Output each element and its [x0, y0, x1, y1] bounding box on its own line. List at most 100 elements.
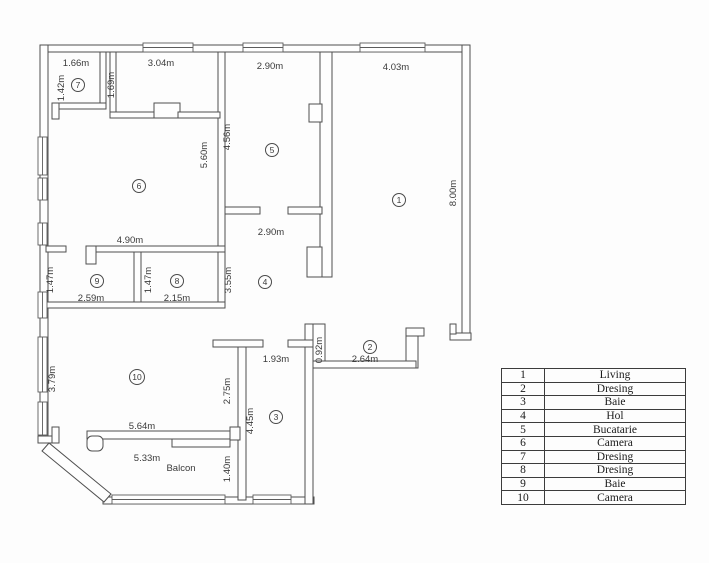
legend-room-label: Living [544, 368, 686, 383]
legend-room-number: 1 [501, 368, 545, 383]
room-number: 9 [95, 276, 100, 286]
room-marker-8: 8 [170, 274, 184, 288]
dim-niche-height: 1.69m [106, 72, 117, 98]
room-number: 1 [397, 195, 402, 205]
legend-room-label: Hol [544, 408, 686, 424]
wall-niche-bottom [177, 111, 221, 119]
legend-room-number: 7 [501, 449, 545, 465]
room-number: 8 [175, 276, 180, 286]
wall-camera6-right [217, 51, 226, 253]
wall-balcony-step [171, 438, 231, 448]
dim-camera10-height: 3.79m [47, 366, 58, 392]
room-marker-7: 7 [71, 78, 85, 92]
legend-room-number: 9 [501, 476, 545, 492]
dim-kitchen-width-bot: 2.90m [258, 227, 284, 238]
room-number: 7 [76, 80, 81, 90]
wall-balcony-hook [86, 435, 104, 452]
dim-niche-width: 3.04m [148, 58, 174, 69]
vent-block [308, 103, 323, 123]
legend-room-number: 10 [501, 490, 545, 505]
dim-hol-height: 3.55m [223, 267, 234, 293]
room-markers: 1 2 3 4 5 6 7 8 9 10 [71, 78, 406, 424]
dim-balcony-height: 1.40m [222, 456, 233, 482]
room-marker-6: 6 [132, 179, 146, 193]
wall-490-main [85, 245, 226, 253]
dim-camera10-width: 5.64m [129, 421, 155, 432]
room-marker-10: 10 [129, 369, 145, 385]
wall-right [461, 44, 471, 341]
wall-dresing2-bottom [312, 360, 417, 369]
balcony-label: Balcon [166, 463, 195, 474]
wall-kitchen-bottom-left [224, 206, 261, 215]
wall-stub [449, 323, 457, 335]
dim-kitchen-height: 4.56m [222, 124, 233, 150]
wall-balcony-end [229, 426, 241, 441]
dimension-labels: 1.66m 3.04m 2.90m 4.03m 2.90m 4.90m 2.59… [45, 58, 459, 482]
wall-rooms98-bottom [45, 301, 226, 309]
wall-living-bottom [449, 332, 472, 341]
legend-room-label: Dresing [544, 463, 686, 478]
dim-baie9-height: 1.47m [45, 267, 56, 293]
dim-dresing8-height: 1.47m [143, 267, 154, 293]
dim-camera6-width: 4.90m [117, 235, 143, 246]
dim-dresing2-width: 2.64m [352, 354, 378, 365]
room-number: 3 [274, 412, 279, 422]
windows [37, 42, 426, 505]
dim-living-width: 4.03m [383, 62, 409, 73]
legend-room-label: Bucatarie [544, 422, 686, 437]
wall-niche-step [153, 102, 181, 119]
room-marker-4: 4 [258, 275, 272, 289]
wall-diagonal [41, 442, 112, 503]
room-number: 4 [263, 277, 268, 287]
wall-hook [85, 245, 97, 265]
wall-balcony-top [86, 430, 239, 440]
wall-room7-bottom [51, 102, 107, 110]
legend-room-number: 8 [501, 463, 545, 478]
legend-room-label: Dresing [544, 449, 686, 465]
legend-room-label: Camera [544, 435, 686, 451]
legend-room-number: 4 [501, 408, 545, 424]
room-number: 10 [132, 372, 142, 382]
wall-baie3-right [304, 323, 314, 505]
wall-room9-8-divider [133, 247, 142, 309]
wall-baie3-top-left [212, 339, 264, 348]
dim-baie9-width: 2.59m [78, 293, 104, 304]
legend-room-label: Camera [544, 490, 686, 505]
room-number: 6 [137, 181, 142, 191]
room-marker-9: 9 [90, 274, 104, 288]
dim-baie3-width: 1.93m [263, 354, 289, 365]
wall-baie3-top-right [287, 339, 314, 348]
wall-kitchen-bottom-right [287, 206, 323, 215]
room-number: 5 [270, 145, 275, 155]
dim-baie3-height: 4.45m [245, 408, 256, 434]
vent-block [306, 246, 323, 278]
legend-room-number: 2 [501, 381, 545, 397]
wall-stub [51, 426, 60, 444]
legend-room-number: 6 [501, 435, 545, 451]
dim-kitchen-width-top: 2.90m [257, 61, 283, 72]
wall-hook [405, 327, 425, 337]
dim-balcony-width: 5.33m [134, 453, 160, 464]
legend-room-label: Baie [544, 476, 686, 492]
dim-camera10-inner: 2.75m [222, 378, 233, 404]
room-marker-2: 2 [363, 340, 377, 354]
dim-dresing8-width: 2.15m [164, 293, 190, 304]
dim-living-height: 8.00m [448, 180, 459, 206]
dim-dresing2-height: 0.92m [314, 337, 325, 363]
wall-niche-bottom [109, 111, 161, 119]
wall-490-stub [45, 245, 67, 253]
room-number: 2 [368, 342, 373, 352]
room-marker-3: 3 [269, 410, 283, 424]
